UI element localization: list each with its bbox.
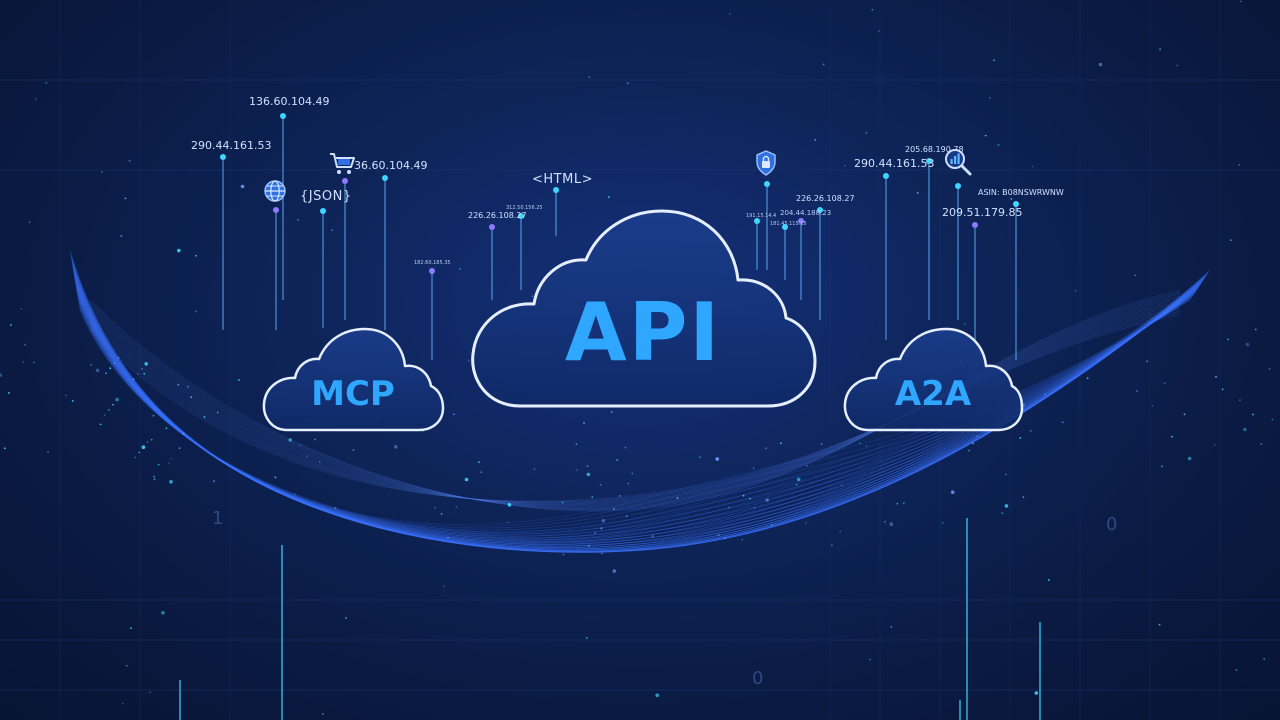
ip-label: 226.26.108.27 [468, 211, 527, 220]
api-cloud-label: API [564, 286, 722, 379]
mcp-cloud: MCP [261, 326, 445, 434]
ip-label: 209.51.179.85 [942, 206, 1023, 219]
ip-label: 204.44.188.23 [780, 209, 832, 217]
mcp-cloud-label: MCP [311, 374, 395, 414]
shield-lock-icon [756, 150, 776, 176]
ip-label: 136.60.104.49 [249, 95, 330, 108]
ip-label: 36.60.104.49 [354, 159, 428, 172]
ip-label: 191.15.14.4 [746, 213, 777, 219]
background-digit: 0 [752, 668, 764, 689]
a2a-cloud-label: A2A [894, 374, 972, 414]
json-label: {JSON} [300, 189, 352, 204]
ip-label: 182.60.185.35 [414, 260, 451, 266]
a2a-cloud: A2A [842, 326, 1024, 434]
background-digit: 1 [212, 508, 224, 529]
api-cloud: API [468, 208, 818, 412]
globe-icon [264, 180, 286, 202]
ip-label: 312.50.156.25 [506, 205, 543, 211]
ip-label: 205.68.190.78 [905, 145, 964, 154]
shopping-cart-icon [330, 153, 355, 174]
background-digit: 0 [1106, 514, 1118, 535]
asin-label: ASIN: B08NSWRWNW [978, 188, 1064, 197]
html-label: <HTML> [532, 172, 593, 187]
ip-label: 290.44.161.53 [191, 139, 272, 152]
ip-label: 290.44.161.53 [854, 157, 935, 170]
ip-label: 226.26.108.27 [796, 194, 855, 203]
ip-label: 181.45.115.15 [770, 221, 807, 227]
search-analytics-icon [945, 149, 972, 176]
